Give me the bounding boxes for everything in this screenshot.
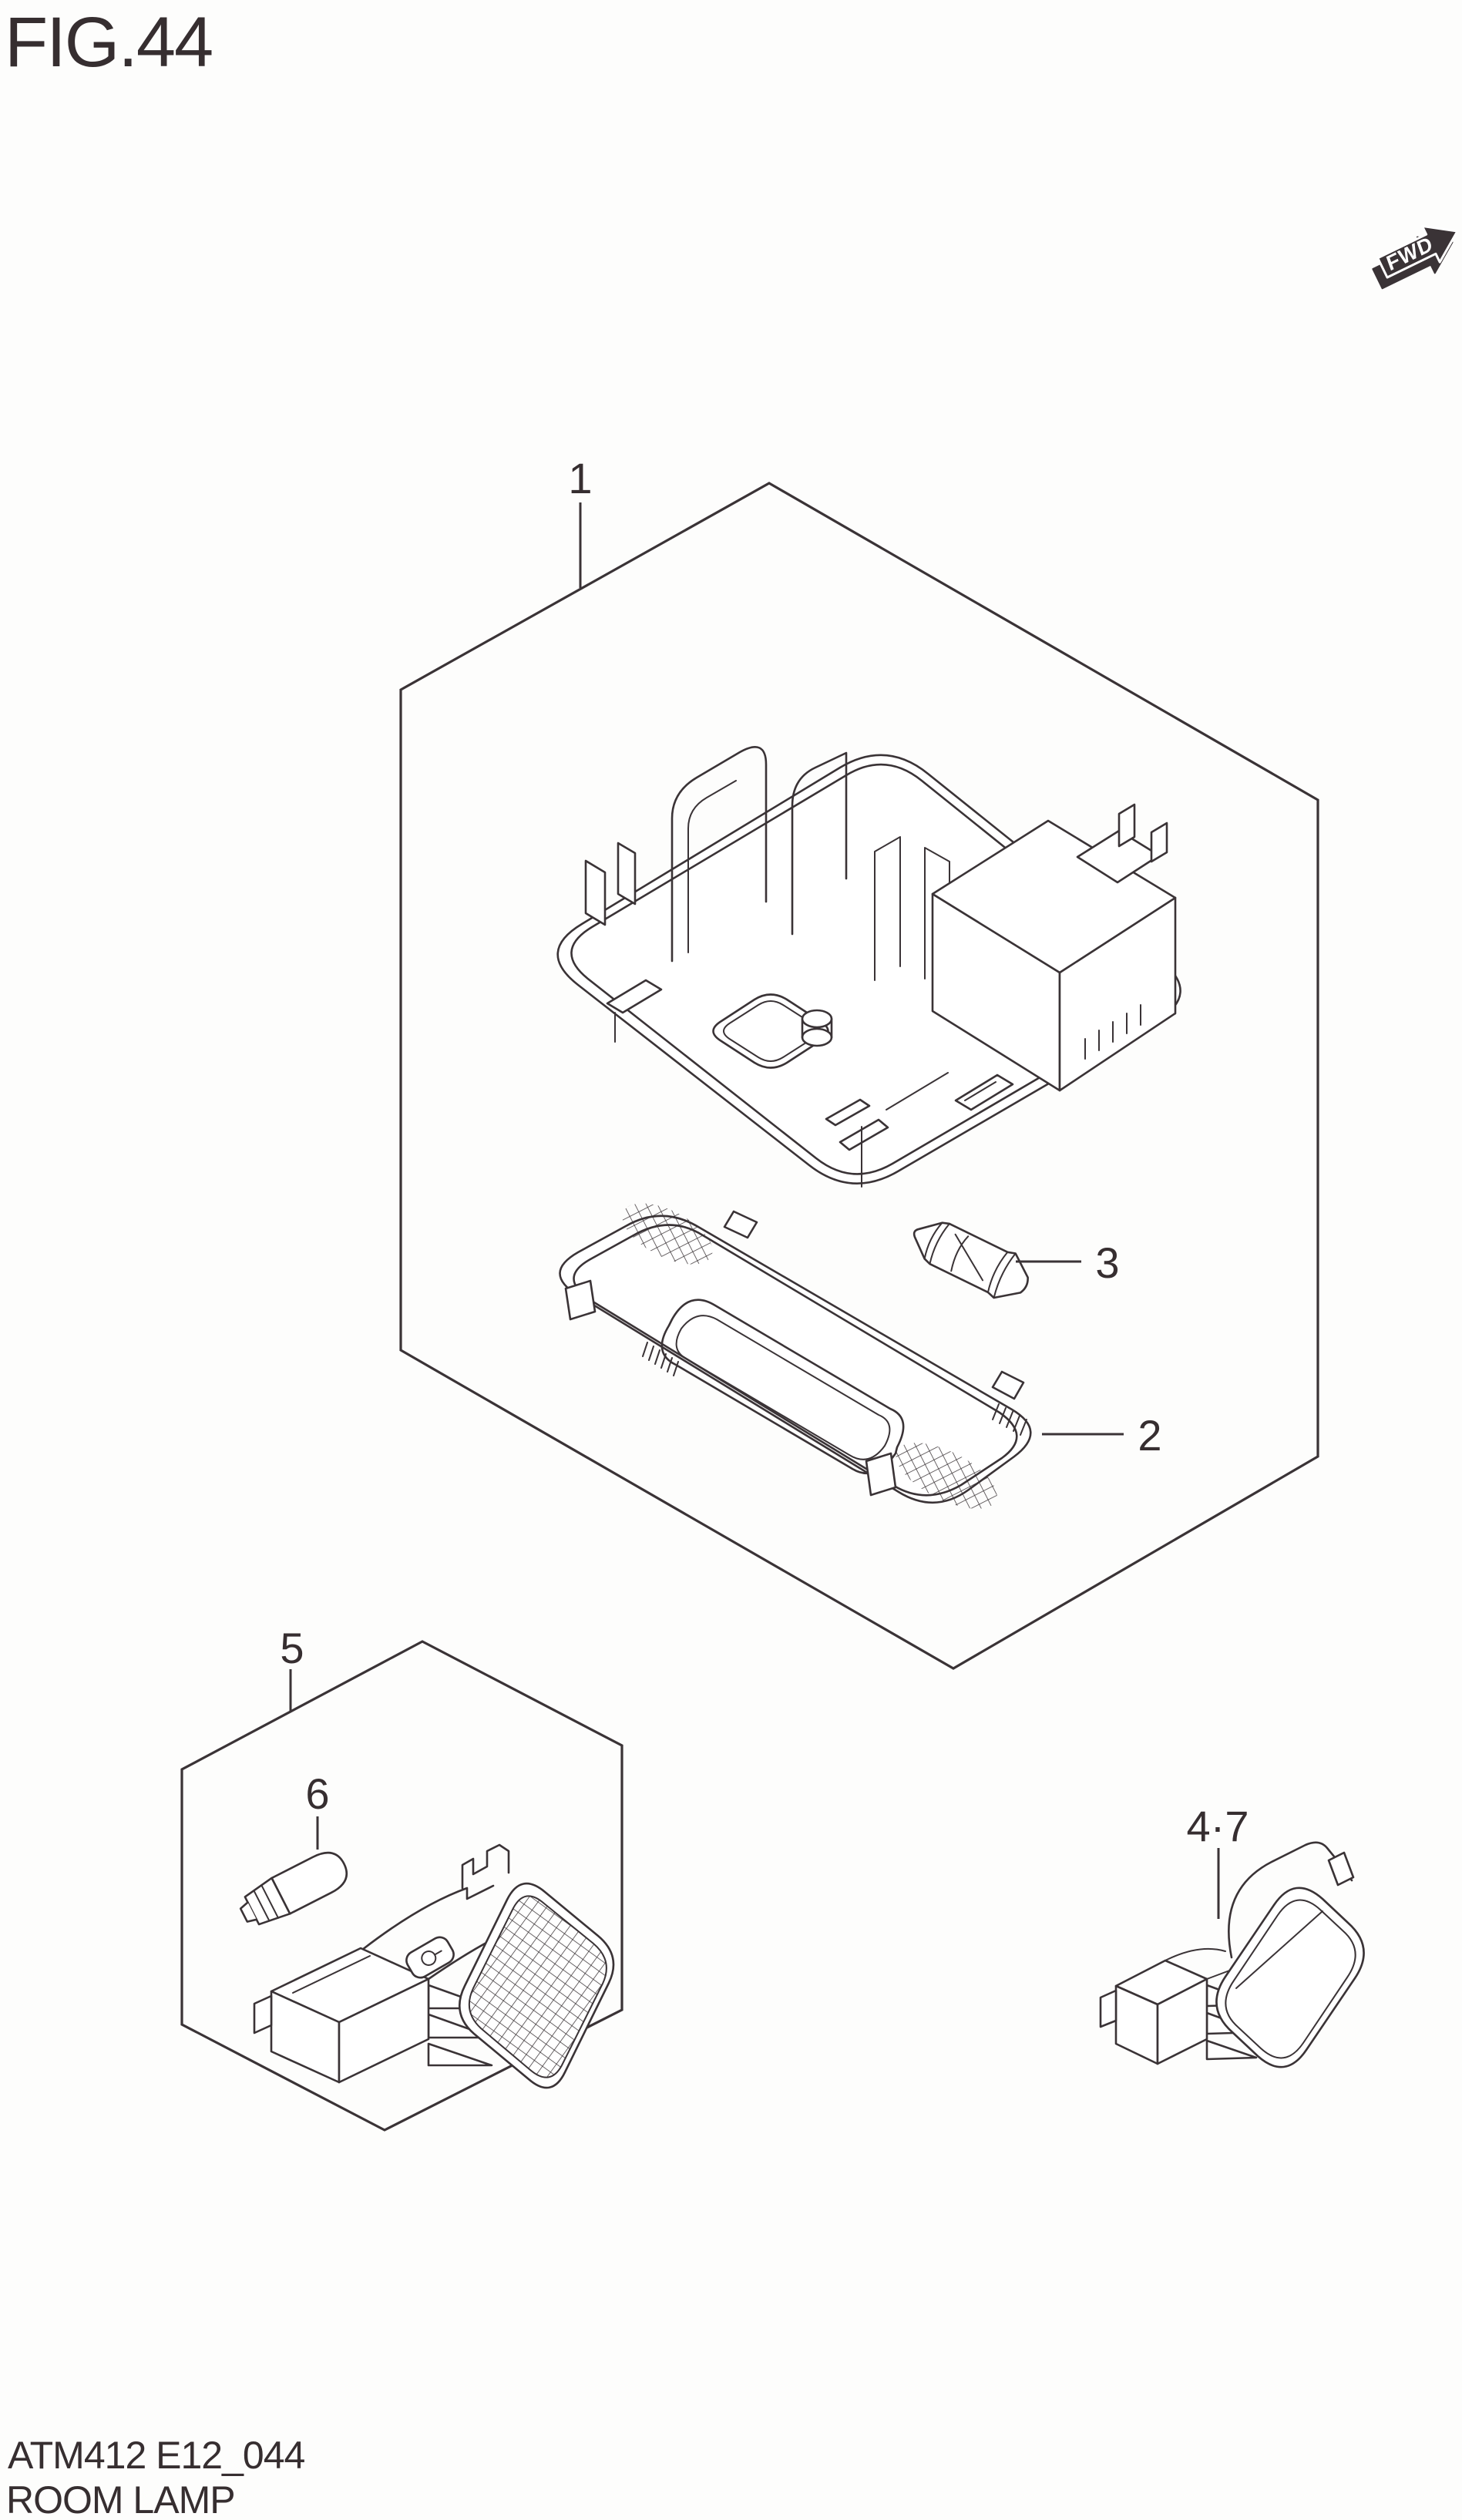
lamp47-connector [1099, 1947, 1261, 2065]
lens-hatch-top [622, 1203, 713, 1265]
housing-clips [584, 842, 1014, 1188]
callout-part3: 3 [1095, 1238, 1119, 1287]
part6-wedge-bulb-drawing [239, 1851, 348, 1926]
lamp5-connector [253, 1947, 495, 2084]
figure-title: FIG.44 [5, 3, 212, 82]
callout-part2: 2 [1138, 1411, 1161, 1460]
part3-festoon-bulb-drawing [912, 1221, 1029, 1299]
lamp5-window [405, 1936, 455, 1979]
callout-part6: 6 [305, 1769, 329, 1818]
lens-slot [660, 1299, 905, 1475]
callout-part1: 1 [568, 454, 592, 502]
housing-compartment-box [931, 803, 1177, 1092]
lens-tab-bottom [865, 1452, 897, 1497]
callout-part4-7: 4·7 [1187, 1802, 1249, 1850]
assembly-1-boundary [399, 482, 1319, 1670]
fwd-arrow-face [1376, 224, 1459, 279]
callout-part5: 5 [280, 1624, 304, 1672]
lamp47-back-shell [1228, 1841, 1353, 1959]
part5-lamp-drawing [253, 1843, 615, 2089]
lens-tab-right [991, 1370, 1025, 1400]
housing-arch-bracket [671, 746, 768, 963]
drawing-title: ROOM LAMP [6, 2478, 235, 2520]
lamp5-lens [405, 1843, 615, 2089]
assembly-5-boundary [180, 1640, 623, 2132]
lamp47-tab [1327, 1851, 1355, 1887]
lamp47-lens [1215, 1887, 1365, 2068]
drawing-code: ATM412 E12_044 [8, 2434, 305, 2477]
lens-tab-left [564, 1279, 597, 1321]
part1-lamp-housing-drawing [556, 746, 1181, 1188]
fwd-arrow-icon: FWD [1372, 224, 1459, 290]
lens-hatch-bottom [896, 1443, 997, 1509]
lamp5-mount-tab [461, 1843, 510, 1890]
part2-lens-drawing [559, 1203, 1032, 1509]
housing-boss [801, 1009, 833, 1047]
part4-7-lamp-drawing [1099, 1841, 1365, 2068]
lens-tab-top [723, 1210, 758, 1239]
